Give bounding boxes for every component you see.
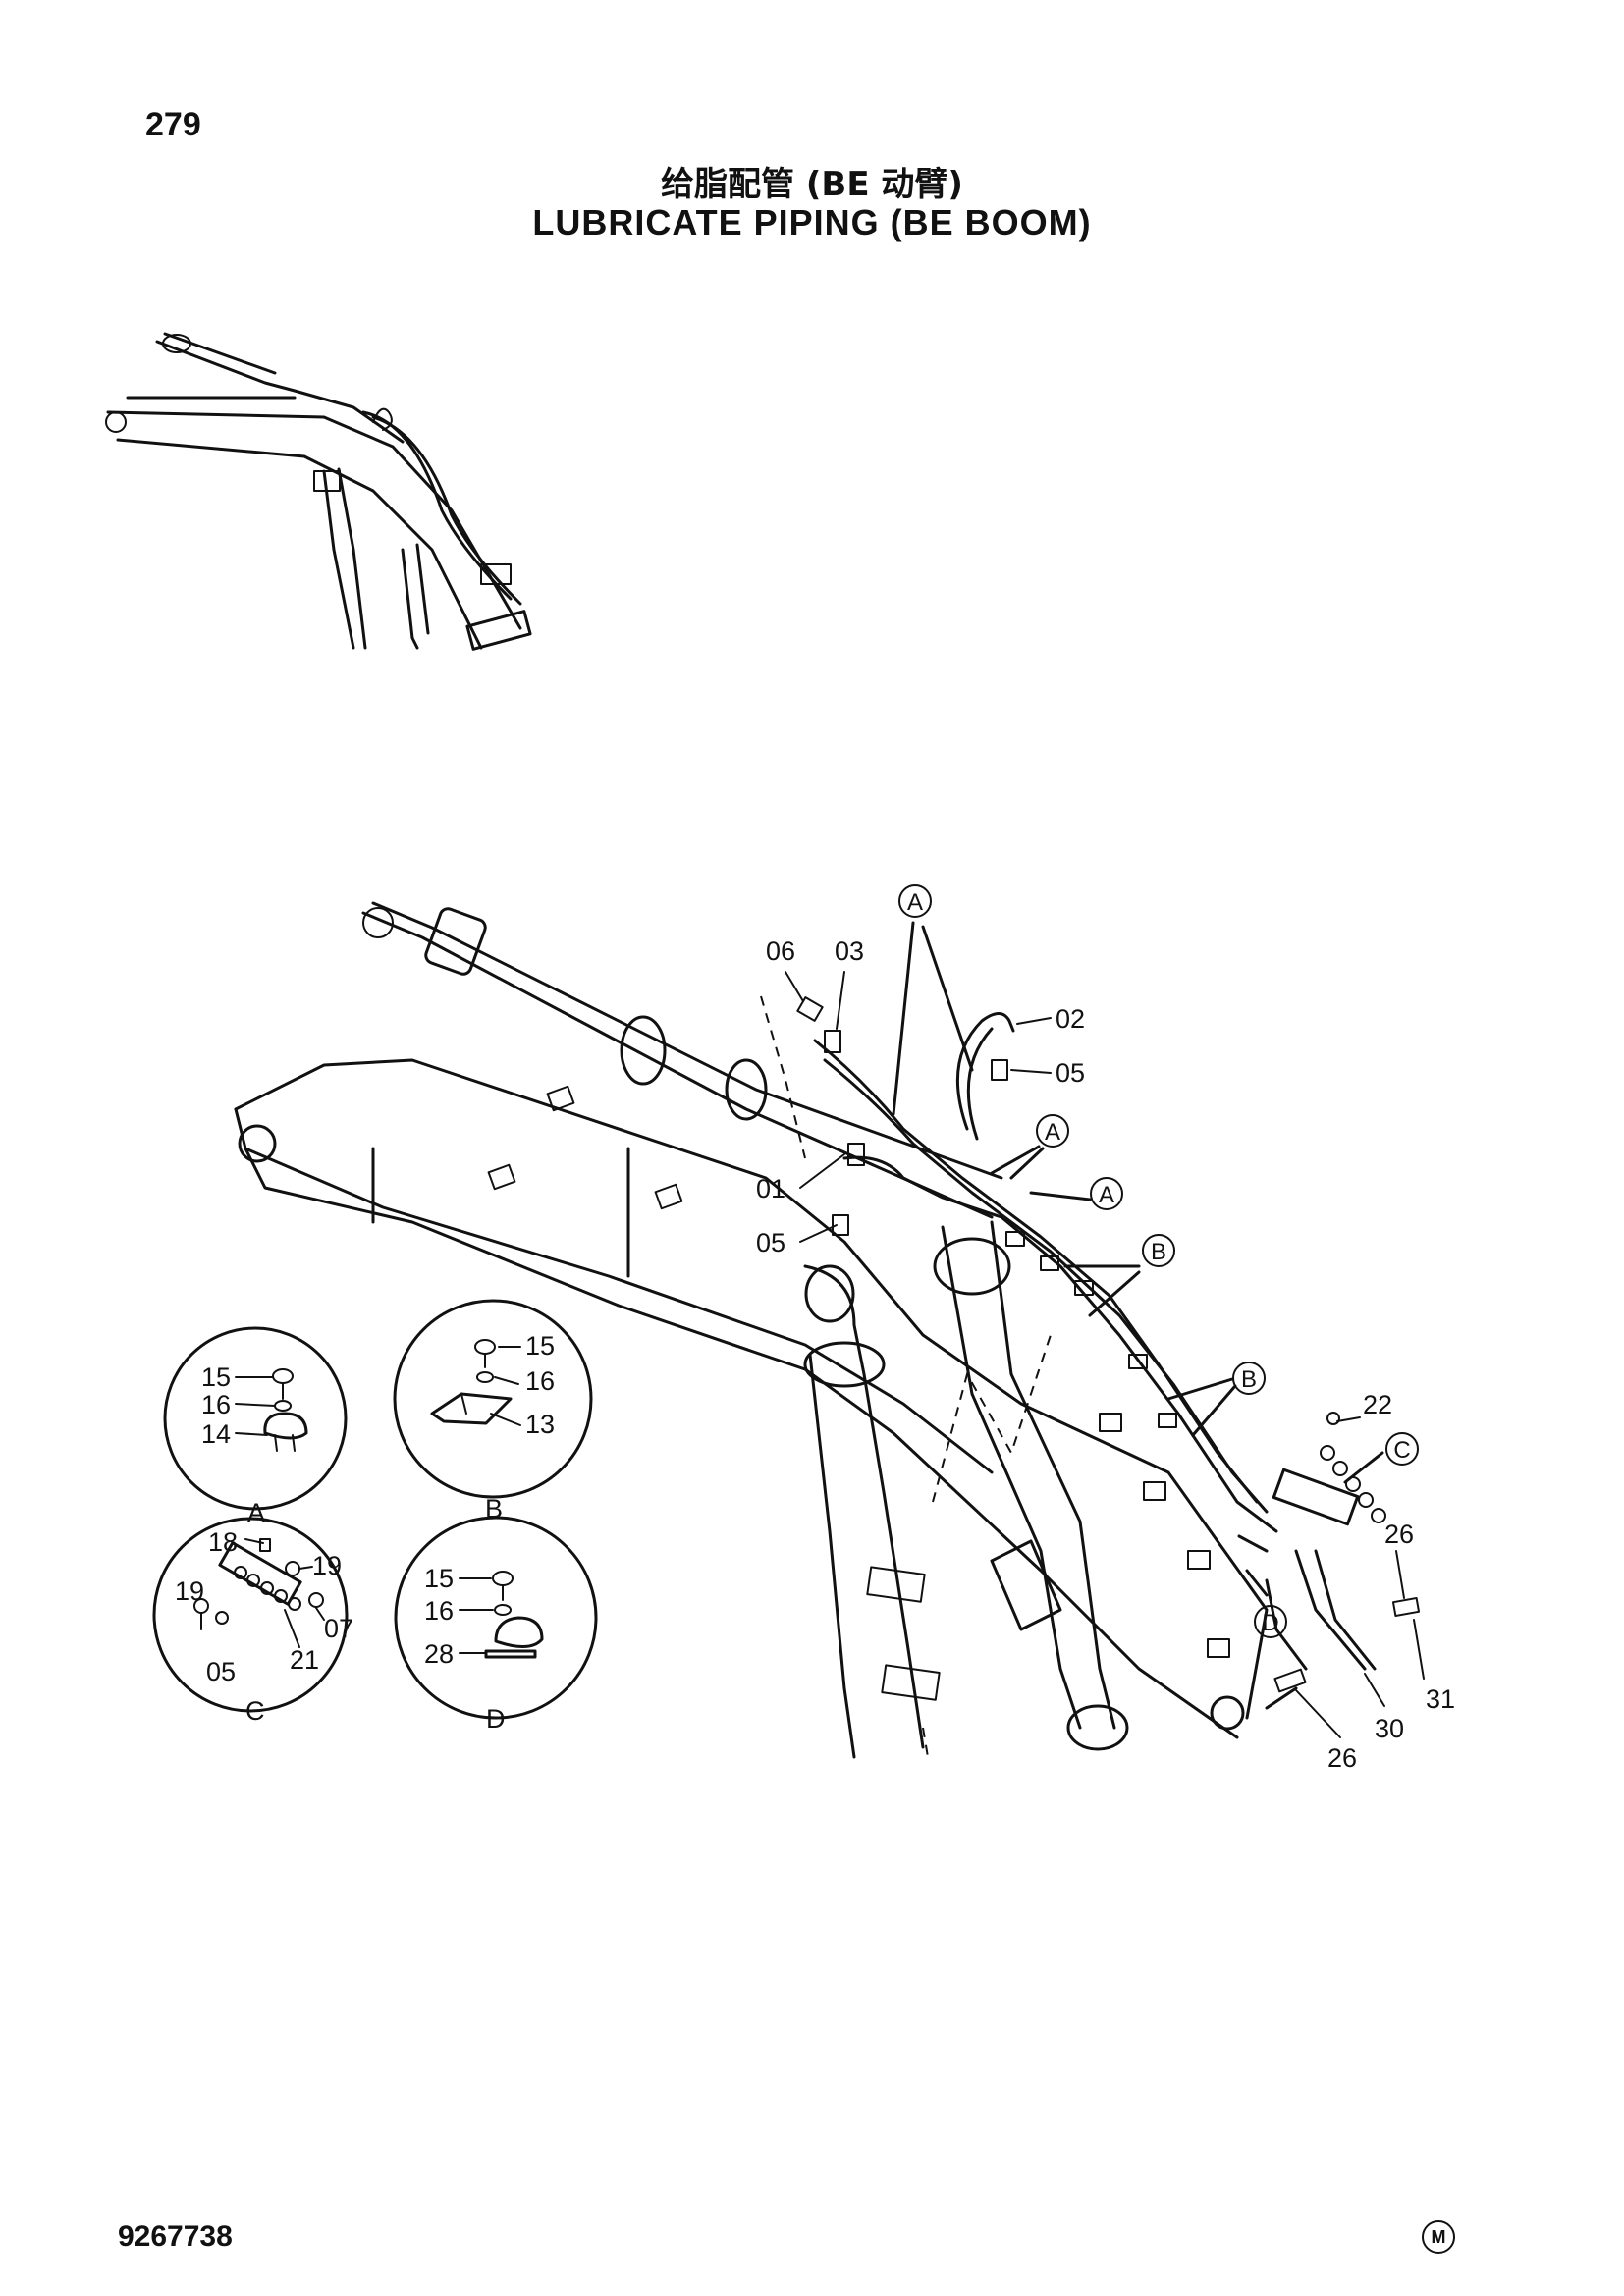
page-number: 279 (145, 106, 201, 143)
detail-d: 15 16 28 D (394, 1516, 598, 1734)
callout-30: 30 (1375, 1714, 1404, 1743)
lubricate-piping (796, 996, 1421, 1710)
detail-d-part-1: 15 (424, 1564, 454, 1593)
callout-26-upper: 26 (1384, 1520, 1414, 1549)
detail-a-label: A (247, 1498, 265, 1527)
svg-text:A: A (1045, 1119, 1060, 1146)
svg-text:A: A (907, 889, 923, 916)
callout-26-lower: 26 (1327, 1743, 1357, 1773)
callout-22: 22 (1363, 1390, 1392, 1419)
detail-b-label: B (485, 1494, 503, 1523)
callout-03: 03 (835, 936, 864, 966)
title-chinese: 给脂配管 (BE 动臂) (661, 165, 963, 204)
callout-02: 02 (1056, 1004, 1085, 1034)
detail-c-part-3: 19 (312, 1551, 342, 1580)
document-number: 9267738 (118, 2220, 233, 2253)
svg-text:A: A (1099, 1182, 1114, 1208)
detail-a-part-1: 15 (201, 1362, 231, 1392)
detail-b-part-2: 16 (525, 1366, 555, 1396)
detail-a-part-3: 14 (201, 1419, 231, 1449)
ref-b-1: B (1142, 1234, 1175, 1267)
detail-d-part-2: 16 (424, 1596, 454, 1626)
detail-a-part-2: 16 (201, 1390, 231, 1419)
svg-text:C: C (1393, 1437, 1410, 1464)
svg-text:B: B (1241, 1366, 1257, 1393)
callout-05-lower: 05 (756, 1228, 785, 1257)
detail-c-part-5: 21 (290, 1645, 319, 1675)
callout-31: 31 (1426, 1684, 1455, 1714)
overview-drawing (105, 332, 532, 651)
ref-d: D (1254, 1605, 1287, 1638)
detail-d-label: D (486, 1704, 506, 1734)
leader-lines (785, 971, 1425, 1738)
svg-text:D: D (1262, 1610, 1278, 1636)
detail-b-part-1: 15 (525, 1331, 555, 1361)
callout-01: 01 (756, 1174, 785, 1203)
callout-05-upper: 05 (1056, 1058, 1085, 1088)
ref-a-1: A (898, 884, 932, 918)
detail-c-part-6: 05 (206, 1657, 236, 1686)
svg-text:B: B (1151, 1239, 1166, 1265)
circled-m-mark: M (1422, 2220, 1455, 2254)
detail-a: 15 16 14 A (163, 1326, 348, 1527)
ref-c: C (1385, 1432, 1419, 1466)
reference-arrows (892, 921, 1384, 1597)
detail-b-part-3: 13 (525, 1410, 555, 1439)
detail-c-label: C (245, 1696, 265, 1726)
boom-assembly (234, 901, 1269, 1759)
ref-a-3: A (1090, 1177, 1123, 1210)
title-english: LUBRICATE PIPING (BE BOOM) (532, 202, 1092, 242)
detail-c-part-1: 18 (208, 1527, 238, 1557)
detail-c-part-2: 19 (175, 1576, 204, 1606)
ref-b-2: B (1232, 1362, 1266, 1395)
ref-a-2: A (1036, 1114, 1069, 1148)
callout-06: 06 (766, 936, 795, 966)
detail-b: 15 16 13 B (393, 1299, 593, 1523)
detail-c-part-4: 07 (324, 1614, 353, 1643)
detail-c: 18 19 19 07 21 05 C (152, 1517, 353, 1726)
detail-d-part-3: 28 (424, 1639, 454, 1669)
